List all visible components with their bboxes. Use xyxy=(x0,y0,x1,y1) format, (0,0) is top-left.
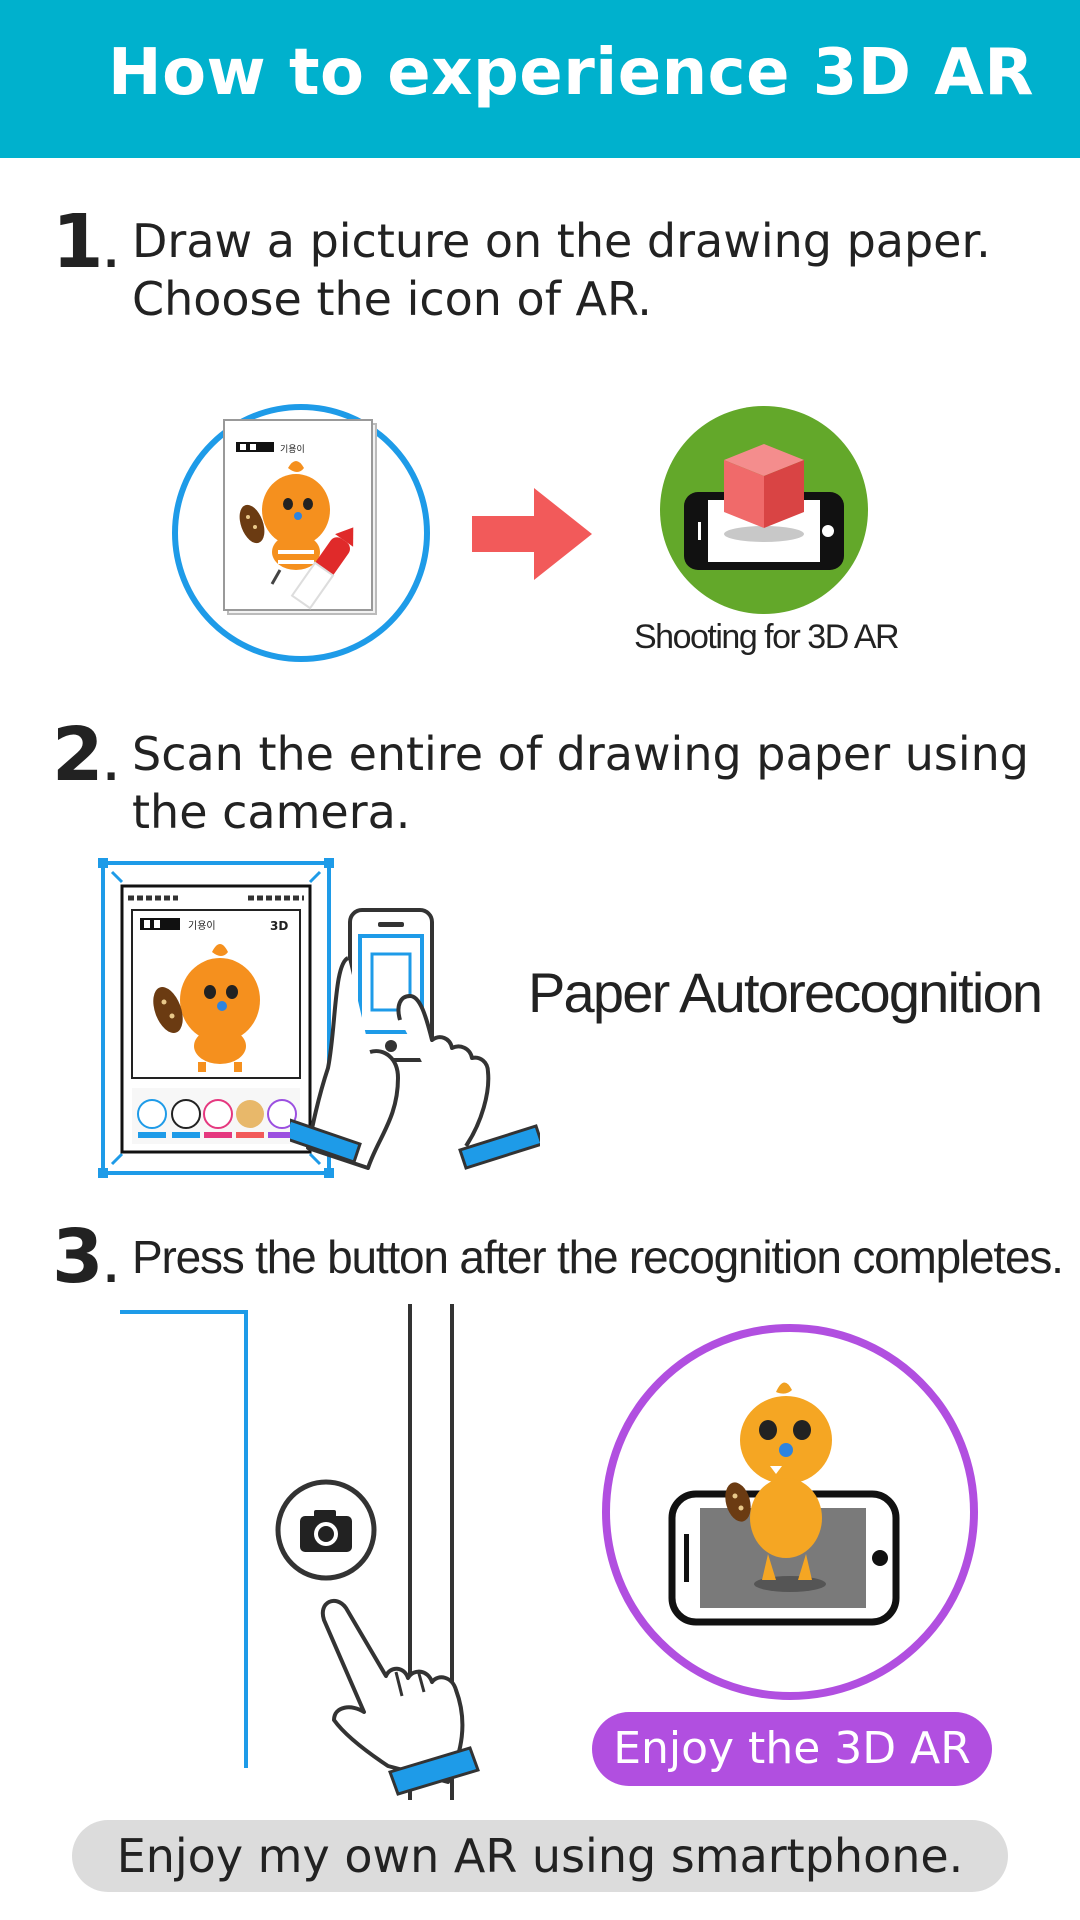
cube-icon xyxy=(724,444,804,528)
camera-capture-button[interactable] xyxy=(274,1478,378,1582)
camera-icon xyxy=(275,1479,377,1581)
enjoy-3d-ar-illustration xyxy=(602,1324,978,1700)
enjoy-3d-ar-button[interactable]: Enjoy the 3D AR xyxy=(592,1712,992,1786)
step-2-line-2: the camera. xyxy=(132,785,411,839)
header-bar xyxy=(0,0,1080,158)
sheet-3d-badge: 3D xyxy=(270,919,288,933)
drawing-illustration: 기용이 xyxy=(172,404,430,662)
sheet-label: 기용이 xyxy=(280,444,305,455)
shooting-3d-ar-icon[interactable] xyxy=(658,404,870,616)
arrow-right-icon xyxy=(472,488,592,580)
crayon-icon xyxy=(290,527,354,610)
hands-holding-phone-illustration xyxy=(290,908,540,1170)
hand-pointer-icon xyxy=(320,1598,480,1796)
step-1-line-1: Draw a picture on the drawing paper. xyxy=(132,214,991,268)
scanned-paper-illustration: 기용이 3D xyxy=(98,858,334,1178)
character-sketch-icon xyxy=(239,461,330,585)
paper-autorecognition-caption: Paper Autorecognition xyxy=(528,961,1043,1024)
shooting-caption: Shooting for 3D AR xyxy=(634,618,900,656)
step-1-line-2: Choose the icon of AR. xyxy=(132,272,652,326)
footer-banner: Enjoy my own AR using smartphone. xyxy=(72,1820,1008,1892)
sheet-label: 기용이 xyxy=(188,920,216,932)
step-1-number: 1. xyxy=(52,199,119,285)
3d-character-icon xyxy=(725,1382,832,1580)
page-title: How to experience 3D AR xyxy=(108,36,1035,110)
hand-pointer-icon xyxy=(306,956,491,1170)
step-3-line-1: Press the button after the recognition c… xyxy=(132,1231,1064,1283)
step-2-number: 2. xyxy=(52,712,119,798)
character-sketch-icon xyxy=(153,944,260,1072)
step-3-number: 3. xyxy=(52,1214,119,1300)
step-2-line-1: Scan the entire of drawing paper using xyxy=(132,727,1029,781)
smartphone-icon xyxy=(668,1490,900,1626)
